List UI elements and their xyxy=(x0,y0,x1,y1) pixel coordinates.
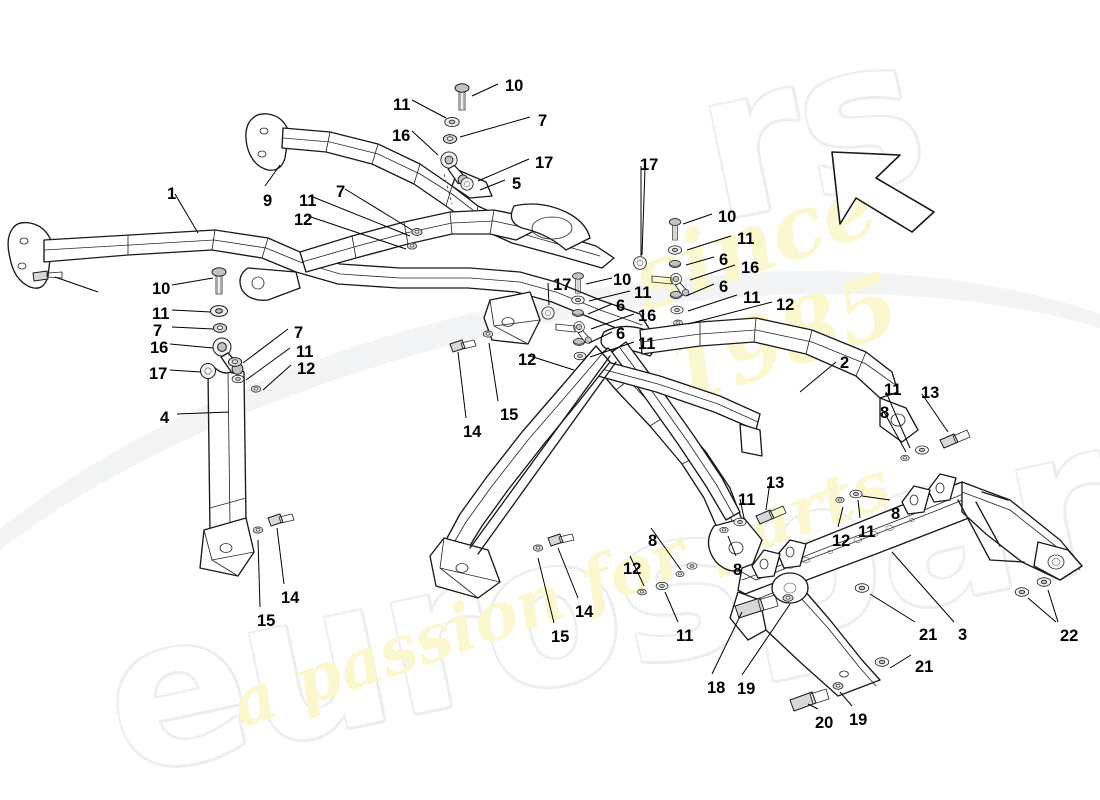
fastener-group-bottom-center xyxy=(637,562,698,596)
callout-11: 11 xyxy=(743,289,761,307)
callout-15: 15 xyxy=(500,406,519,424)
fastener-18-19 xyxy=(734,594,794,619)
callout-6: 6 xyxy=(719,278,729,296)
fastener-column-right-a xyxy=(651,218,690,327)
fastener-14-15-center xyxy=(449,330,494,353)
callout-16: 16 xyxy=(638,307,657,325)
callout-10: 10 xyxy=(613,271,632,289)
callout-8: 8 xyxy=(880,404,890,422)
callout-18: 18 xyxy=(707,679,726,697)
callout-10: 10 xyxy=(505,77,524,95)
callout-21: 21 xyxy=(919,626,938,644)
callout-17: 17 xyxy=(535,154,554,172)
middle-a-frame-arm xyxy=(429,345,617,599)
direction-arrow xyxy=(831,151,935,233)
fastener-stack-top-center xyxy=(440,83,474,205)
callout-8: 8 xyxy=(891,505,901,523)
leader-lines xyxy=(54,83,1059,710)
fastener-14-15-part4 xyxy=(252,513,295,534)
fastener-group-upper-right xyxy=(900,429,971,462)
upper-a-frame-brace xyxy=(299,203,591,273)
callout-19: 19 xyxy=(737,680,756,698)
callout-13: 13 xyxy=(921,384,940,402)
callout-15: 15 xyxy=(257,612,276,630)
callout-16: 16 xyxy=(741,259,760,277)
callout-3: 3 xyxy=(958,626,968,644)
part-2-lower-a-frame xyxy=(591,317,919,572)
callout-4: 4 xyxy=(160,409,170,427)
callout-7: 7 xyxy=(294,324,304,342)
callout-15: 15 xyxy=(551,628,570,646)
callout-20: 20 xyxy=(815,714,834,732)
callout-17: 17 xyxy=(640,156,659,174)
callout-7: 7 xyxy=(538,112,548,130)
callout-10: 10 xyxy=(718,208,737,226)
part-4-vertical-strut xyxy=(199,367,255,577)
callout-11: 11 xyxy=(738,491,756,509)
fastener-column-right-b xyxy=(541,272,592,373)
callout-10: 10 xyxy=(152,280,171,298)
callout-12: 12 xyxy=(776,296,795,314)
callout-9: 9 xyxy=(263,192,273,210)
fastener-group-mid-right xyxy=(719,505,787,534)
callout-14: 14 xyxy=(575,603,594,621)
callout-11: 11 xyxy=(299,192,317,210)
spacer-17-right xyxy=(633,166,647,270)
callout-12: 12 xyxy=(832,532,851,550)
callout-11: 11 xyxy=(296,343,314,361)
callout-17: 17 xyxy=(149,365,168,383)
callout-11: 11 xyxy=(884,381,902,399)
callout-11: 11 xyxy=(152,305,170,323)
callout-11: 11 xyxy=(634,284,652,302)
callout-6: 6 xyxy=(719,251,729,269)
callout-12: 12 xyxy=(623,560,642,578)
callout-6: 6 xyxy=(616,297,626,315)
callout-13: 13 xyxy=(766,474,785,492)
center-left-bracket xyxy=(483,291,541,345)
fastener-9-left-screw xyxy=(32,270,63,282)
fastener-20-19 xyxy=(789,682,844,712)
callout-12: 12 xyxy=(518,351,537,369)
callout-16: 16 xyxy=(150,339,169,357)
callout-2: 2 xyxy=(840,354,850,372)
callout-1: 1 xyxy=(167,185,177,203)
fastener-14-15-midarm xyxy=(532,533,575,552)
callout-11: 11 xyxy=(858,523,876,541)
callout-8: 8 xyxy=(733,561,743,579)
callout-11: 11 xyxy=(638,335,656,353)
callout-11: 11 xyxy=(393,96,411,114)
callout-7: 7 xyxy=(336,183,346,201)
callout-14: 14 xyxy=(463,423,482,441)
part-3-cross-member xyxy=(729,473,1083,697)
callout-11: 11 xyxy=(737,230,755,248)
callout-19: 19 xyxy=(849,711,868,729)
callout-16: 16 xyxy=(392,127,411,145)
callout-7: 7 xyxy=(153,322,163,340)
callout-22: 22 xyxy=(1060,627,1079,645)
callout-21: 21 xyxy=(915,658,934,676)
callout-17: 17 xyxy=(553,276,572,294)
callout-6: 6 xyxy=(616,325,626,343)
callout-5: 5 xyxy=(512,175,522,193)
callout-11: 11 xyxy=(676,627,694,645)
callout-8: 8 xyxy=(648,532,658,550)
callout-14: 14 xyxy=(281,589,300,607)
callout-12: 12 xyxy=(294,211,313,229)
callout-12: 12 xyxy=(297,360,316,378)
